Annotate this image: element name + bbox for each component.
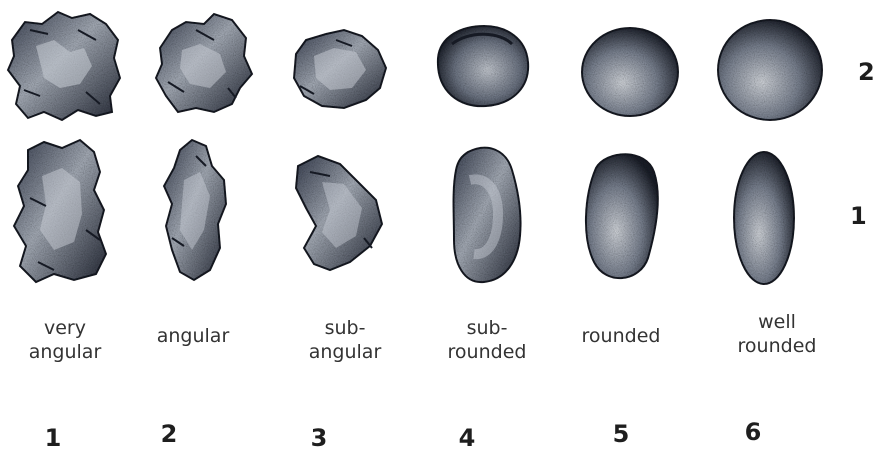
category-label-very-angular: very angular [0,316,130,364]
category-label-line: rounded [422,340,552,364]
category-label-well-rounded: well rounded [712,310,842,358]
category-label-line: very [0,316,130,340]
category-label-line: rounded [712,334,842,358]
category-label-sub-angular: sub- angular [280,316,410,364]
grain-sub-rounded-bottom [454,148,521,282]
category-label-line: well [712,310,842,334]
category-label-line: angular [128,324,258,348]
category-label-line: angular [280,340,410,364]
category-number-1: 1 [38,424,68,452]
category-number-6: 6 [738,418,768,446]
grain-very-angular-bottom [14,140,106,282]
category-label-line: rounded [556,324,686,348]
category-number-5: 5 [606,420,636,448]
grain-angular-top [156,14,252,112]
row-label-bottom: 1 [850,202,867,230]
grain-very-angular-top [8,12,120,120]
category-label-sub-rounded: sub- rounded [422,316,552,364]
grain-rounded-top [582,28,678,116]
grain-well-rounded-top [718,20,822,120]
category-label-line: sub- [280,316,410,340]
category-label-line: sub- [422,316,552,340]
category-label-line: angular [0,340,130,364]
grain-well-rounded-bottom [734,152,794,284]
grain-sub-angular-top [294,30,386,108]
category-number-2: 2 [154,420,184,448]
grain-sub-rounded-top [438,26,528,106]
category-number-4: 4 [452,424,482,452]
row-label-top: 2 [858,58,875,86]
grain-angular-bottom [164,140,226,280]
grain-rounded-bottom [586,154,658,278]
category-label-angular: angular [128,324,258,348]
grain-sub-angular-bottom [296,156,382,270]
category-label-rounded: rounded [556,324,686,348]
category-number-3: 3 [304,424,334,452]
